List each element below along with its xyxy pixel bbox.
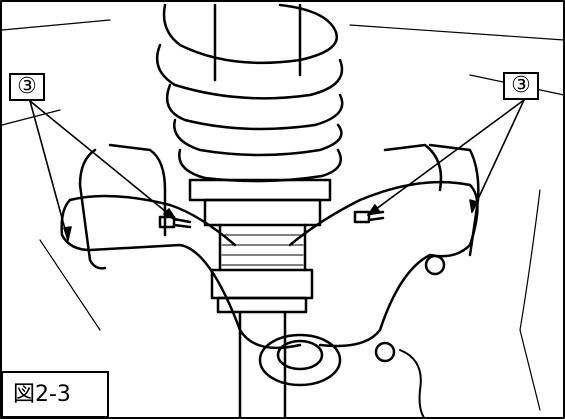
upper-control-arm [60, 180, 479, 387]
coil-spring [155, 3, 344, 183]
bolt-left [158, 215, 192, 229]
leader-lines [29, 99, 525, 241]
callout-3-left: ③ [9, 73, 45, 101]
shock-absorber [188, 3, 332, 419]
body-panel-lines [1, 19, 565, 411]
figure-label: 図2-3 [1, 371, 109, 418]
brake-hose [399, 349, 426, 419]
mount-brackets [78, 143, 480, 270]
callout-3-right: ③ [503, 72, 539, 100]
